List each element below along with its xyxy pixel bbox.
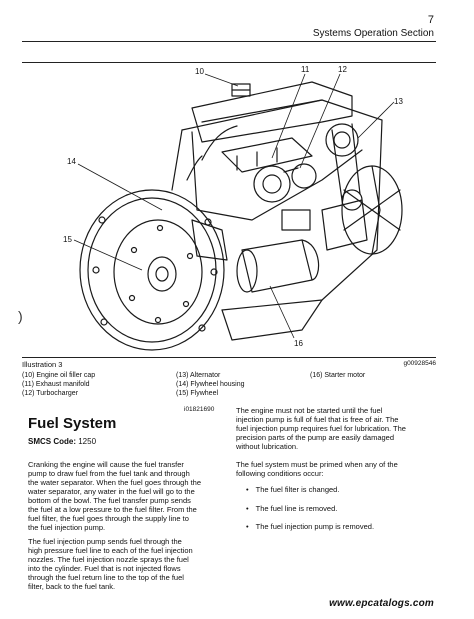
callout-11: 11 — [301, 65, 310, 74]
figure-top-rule — [22, 62, 436, 63]
flywheel-housing-shape — [79, 189, 225, 351]
text-line: water separator, any water in the fuel w… — [28, 487, 195, 496]
text-line: precision parts of the pump are easily d… — [236, 433, 395, 442]
bullet-text: The fuel line is removed. — [255, 504, 338, 513]
left-paragraph-2: The fuel injection pump sends fuel throu… — [28, 537, 226, 591]
bullet-item: • The fuel line is removed. — [246, 504, 337, 513]
callout-13: 13 — [394, 97, 403, 106]
margin-mark: ) — [18, 308, 23, 324]
text-line: nozzles. The fuel injection nozzle spray… — [28, 555, 189, 564]
text-line: high pressure fuel line to each of the f… — [28, 546, 193, 555]
document-id: i01821690 — [184, 406, 215, 413]
legend-item: (11) Exhaust manifold — [22, 381, 90, 388]
callout-15: 15 — [63, 235, 72, 244]
bullet-item: • The fuel injection pump is removed. — [246, 522, 374, 531]
watermark: www.epcatalogs.com — [329, 598, 434, 609]
callout-14: 14 — [67, 157, 76, 166]
section-heading: Fuel System — [28, 415, 117, 432]
bullet-icon: • — [246, 485, 249, 494]
text-line: bottom of the bowl. The fuel transfer pu… — [28, 496, 191, 505]
left-paragraph-1: Cranking the engine will cause the fuel … — [28, 460, 226, 532]
section-title: Systems Operation Section — [312, 28, 434, 39]
smcs-code: SMCS Code: 1250 — [28, 437, 96, 446]
bullet-icon: • — [246, 504, 249, 513]
text-line: The fuel injection pump sends fuel throu… — [28, 537, 182, 546]
illustration-id: g00928546 — [403, 360, 436, 367]
exhaust-manifold-shape — [221, 137, 313, 173]
legend-column-3: (16) Starter motor — [310, 371, 365, 380]
header-rule — [22, 41, 436, 42]
smcs-value: 1250 — [78, 437, 97, 446]
text-line: Cranking the engine will cause the fuel … — [28, 460, 184, 469]
right-paragraph-1: The engine must not be started until the… — [236, 406, 434, 451]
legend-item: (10) Engine oil filler cap — [22, 372, 96, 379]
callout-12: 12 — [338, 65, 347, 74]
legend-item: (15) Flywheel — [176, 390, 219, 397]
page-number: 7 — [427, 14, 434, 26]
text-line: The fuel system must be primed when any … — [236, 460, 398, 469]
figure-bottom-rule — [22, 357, 436, 358]
legend-item: (12) Turbocharger — [22, 390, 79, 397]
callout-10: 10 — [195, 67, 204, 76]
text-line: the fuel injection pump. — [28, 523, 106, 532]
bullet-icon: • — [246, 522, 249, 531]
legend-item: (14) Flywheel housing — [176, 381, 245, 388]
turbocharger-shape — [253, 165, 291, 203]
text-line: through the fuel return line to the top … — [28, 573, 184, 582]
text-line: following conditions occur: — [236, 469, 324, 478]
text-line: The engine must not be started until the… — [236, 406, 383, 415]
text-line: without lubrication. — [236, 442, 299, 451]
bullet-text: The fuel injection pump is removed. — [255, 522, 375, 531]
illustration-label: Illustration 3 — [22, 360, 63, 369]
text-line: the water separator. When the fuel goes … — [28, 478, 202, 487]
alternator-shape — [325, 123, 359, 157]
flywheel-shape — [113, 219, 203, 325]
text-line: fuel filter, the fuel goes through the s… — [28, 514, 189, 523]
text-line: fuel injection pump requires fuel for lu… — [236, 424, 406, 433]
text-line: the fuel at a low pressure to the fuel f… — [28, 505, 197, 514]
bullet-item: • The fuel filter is changed. — [246, 485, 339, 494]
text-line: injection pump is full of fuel that is f… — [236, 415, 399, 424]
legend-item: (16) Starter motor — [310, 372, 366, 379]
legend-column-2: (13) Alternator (14) Flywheel housing (1… — [176, 371, 244, 398]
legend-item: (13) Alternator — [176, 372, 221, 379]
smcs-label: SMCS Code: — [28, 437, 76, 446]
starter-motor-shape — [241, 239, 313, 293]
callout-16: 16 — [294, 339, 303, 348]
text-line: filter, back to the fuel tank. — [28, 582, 116, 591]
text-line: into the cylinder. Fuel that is not inje… — [28, 564, 181, 573]
bullet-text: The fuel filter is changed. — [255, 485, 340, 494]
legend-column-1: (10) Engine oil filler cap (11) Exhaust … — [22, 371, 95, 398]
right-paragraph-2: The fuel system must be primed when any … — [236, 460, 434, 478]
engine-illustration: 10 11 12 13 14 15 16 — [63, 65, 403, 351]
text-line: pump to draw fuel from the fuel tank and… — [28, 469, 190, 478]
